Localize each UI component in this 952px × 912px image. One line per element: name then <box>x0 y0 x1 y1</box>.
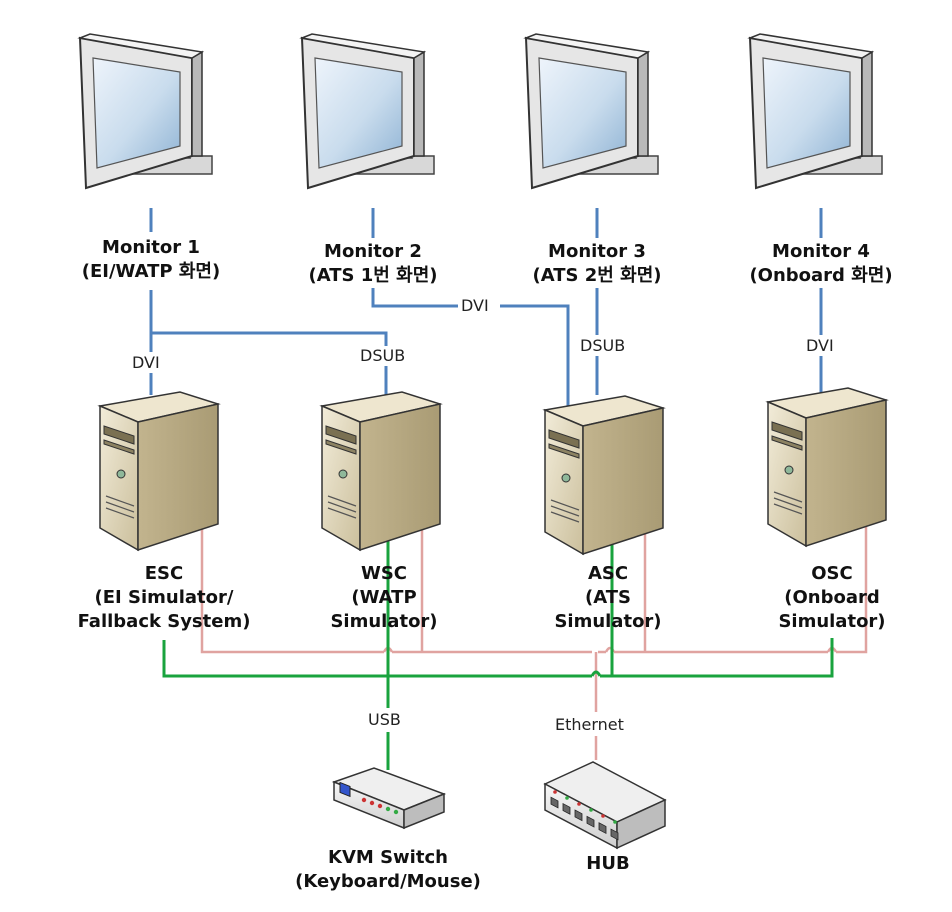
hub-icon <box>543 761 667 850</box>
dvi-monitor2-label: DVI <box>459 296 491 315</box>
monitor-1-desc: (EI/WATP 화면) <box>81 261 221 282</box>
video-cables <box>149 208 823 410</box>
monitor-3-desc: (ATS 2번 화면) <box>532 265 662 286</box>
asc-name: ASC <box>587 563 629 584</box>
wsc-pc-icon <box>321 391 441 551</box>
monitor-4-name: Monitor 4 <box>772 241 870 262</box>
monitor-4-icon <box>749 33 883 189</box>
hub-label: HUB <box>558 852 658 876</box>
usb-cables <box>162 530 834 770</box>
osc-name: OSC <box>811 563 853 584</box>
cable-monitor2-asc-b <box>500 304 570 410</box>
dvi-esc-label: DVI <box>130 353 162 372</box>
wsc-label: WSC (WATP Simulator) <box>294 562 474 634</box>
monitor-3-label: Monitor 3 (ATS 2번 화면) <box>497 240 697 288</box>
dvi-osc-label: DVI <box>804 336 836 355</box>
asc-desc-2: Simulator) <box>554 611 662 632</box>
asc-label: ASC (ATS Simulator) <box>518 562 698 634</box>
kvm-desc: (Keyboard/Mouse) <box>295 871 481 892</box>
monitor-1-icon <box>79 33 213 189</box>
monitor-4-label: Monitor 4 (Onboard 화면) <box>721 240 921 288</box>
esc-pc-icon <box>99 391 219 551</box>
asc-pc-icon <box>544 395 664 555</box>
hub-name: HUB <box>586 853 630 874</box>
wsc-desc-1: (WATP <box>351 587 417 608</box>
monitor-2-name: Monitor 2 <box>324 241 422 262</box>
cable-monitor2-asc <box>371 288 458 308</box>
esc-label: ESC (EI Simulator/ Fallback System) <box>64 562 264 634</box>
ethernet-label: Ethernet <box>553 715 626 734</box>
cable-monitor1-wsc <box>151 331 388 346</box>
monitor-3-icon <box>525 33 659 189</box>
monitor-2-label: Monitor 2 (ATS 1번 화면) <box>273 240 473 288</box>
osc-label: OSC (Onboard Simulator) <box>742 562 922 634</box>
monitor-4-desc: (Onboard 화면) <box>749 265 893 286</box>
esc-desc-1: (EI Simulator/ <box>94 587 234 608</box>
kvm-switch-icon <box>331 767 447 830</box>
esc-desc-2: Fallback System) <box>77 611 251 632</box>
monitor-3-name: Monitor 3 <box>548 241 646 262</box>
monitor-1-name: Monitor 1 <box>102 237 200 258</box>
esc-name: ESC <box>144 563 184 584</box>
monitor-2-desc: (ATS 1번 화면) <box>308 265 438 286</box>
dsub-wsc-label: DSUB <box>358 346 408 365</box>
osc-desc-1: (Onboard <box>784 587 880 608</box>
asc-desc-1: (ATS <box>584 587 631 608</box>
kvm-name: KVM Switch <box>328 847 448 868</box>
monitor-2-icon <box>301 33 435 189</box>
wsc-name: WSC <box>360 563 408 584</box>
ethernet-cables <box>200 518 868 760</box>
osc-desc-2: Simulator) <box>778 611 886 632</box>
monitor-1-label: Monitor 1 (EI/WATP 화면) <box>51 236 251 284</box>
dsub-asc-label: DSUB <box>578 336 628 355</box>
usb-label: USB <box>366 710 403 729</box>
osc-pc-icon <box>767 387 887 547</box>
kvm-label: KVM Switch (Keyboard/Mouse) <box>288 846 488 894</box>
wsc-desc-2: Simulator) <box>330 611 438 632</box>
